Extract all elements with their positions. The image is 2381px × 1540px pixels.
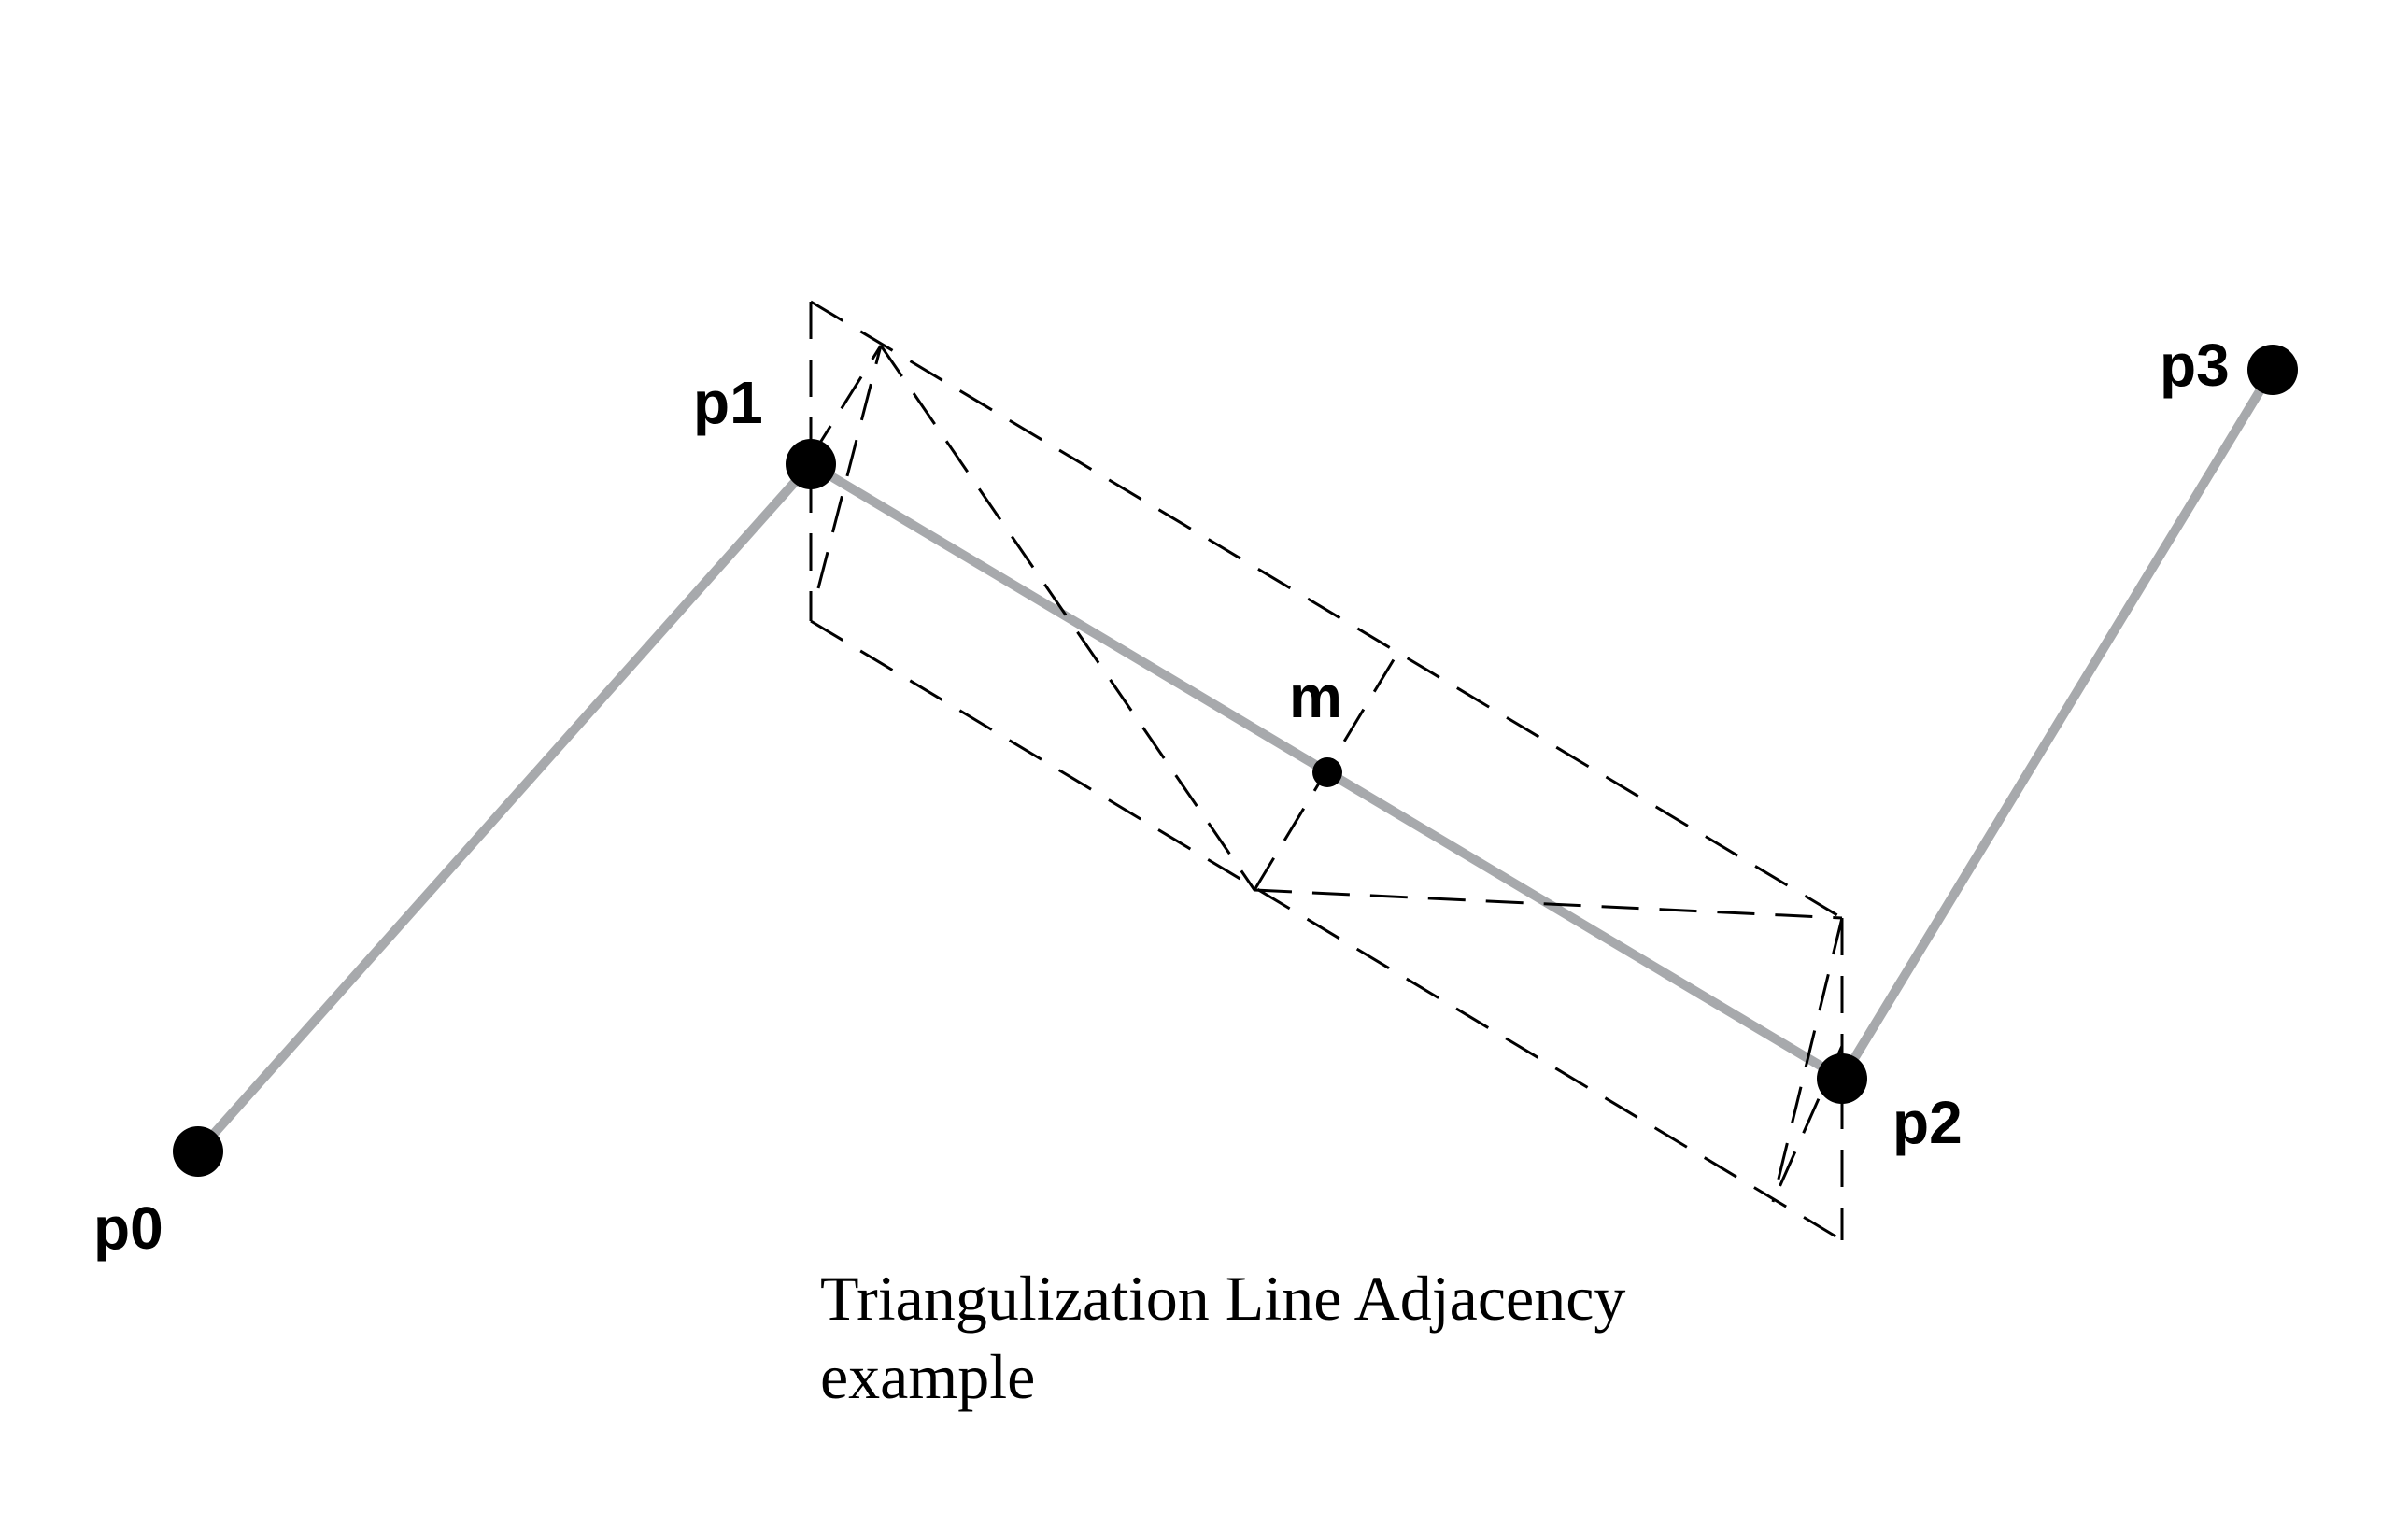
label-p2: p2 xyxy=(1892,1089,1963,1156)
label-p0: p0 xyxy=(93,1194,163,1262)
point-p3 xyxy=(2247,345,2298,395)
vertices xyxy=(173,345,2298,1177)
dashed-left-diag-1 xyxy=(809,345,883,459)
figure-caption: Triangulization Line Adjacency example xyxy=(820,1259,1625,1416)
dashed-right-diag-1 xyxy=(1771,917,1844,1203)
dashed-top-edge xyxy=(810,300,1843,920)
polyline xyxy=(193,365,2277,1156)
dashed-bottom-edge xyxy=(810,619,1843,1242)
point-p2 xyxy=(1817,1053,1867,1104)
caption-line-1: Triangulization Line Adjacency xyxy=(820,1263,1626,1334)
dashed-upper-diag xyxy=(879,345,1256,891)
segment-p2-p3 xyxy=(1837,365,2277,1083)
triangulation-dashed xyxy=(809,300,1844,1242)
point-p1 xyxy=(786,439,836,489)
label-p1: p1 xyxy=(693,369,763,436)
label-m: m xyxy=(1289,663,1342,730)
caption-line-2: example xyxy=(820,1341,1036,1412)
dashed-left-diag-2 xyxy=(816,345,883,589)
segment-p0-p1 xyxy=(193,459,815,1156)
label-p3: p3 xyxy=(2160,332,2230,399)
dashed-lower-diag xyxy=(1254,888,1843,920)
point-m xyxy=(1312,757,1342,787)
point-p0 xyxy=(173,1126,223,1177)
